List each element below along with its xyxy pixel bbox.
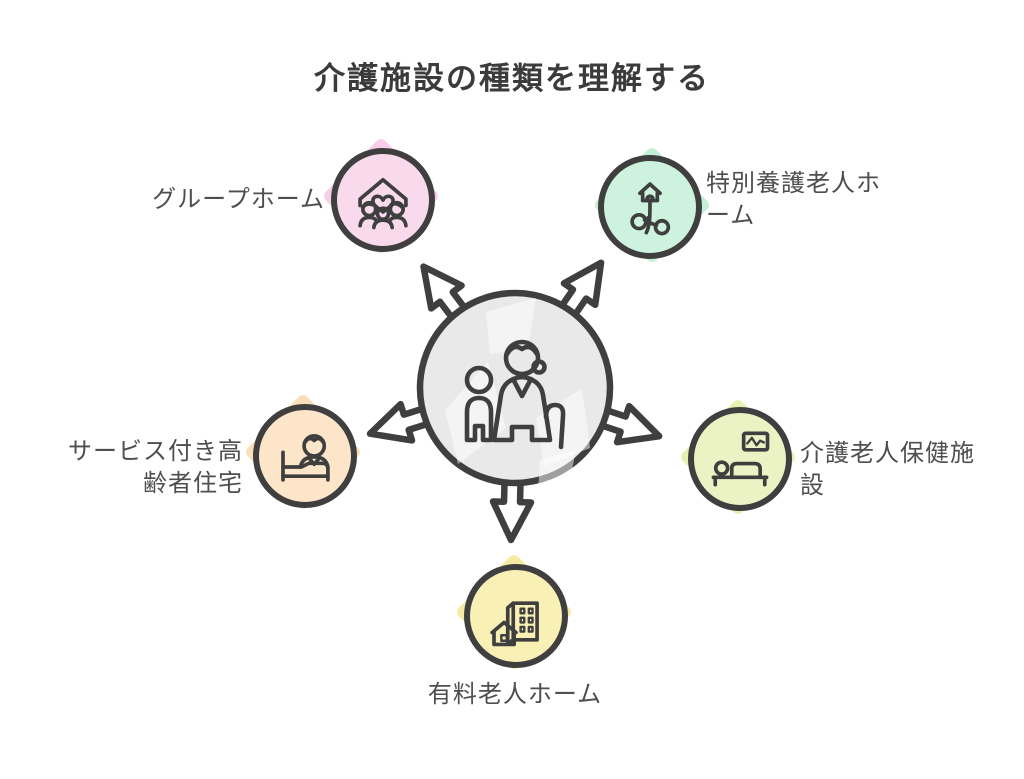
page-title: 介護施設の種類を理解する: [314, 61, 710, 96]
house-heart-family-icon: [358, 178, 408, 230]
node-label-care-health-facility: 介護老人保健施 設: [800, 440, 975, 499]
hub-diagram: [366, 259, 663, 544]
node-circle-group-home: [331, 148, 435, 252]
buildings-icon: [490, 601, 539, 647]
caregiver-bed-icon: [281, 434, 330, 482]
node-label-special-nursing-home: 特別養護老人ホ ーム: [706, 170, 881, 229]
node-label-group-home: グループホーム: [152, 186, 325, 213]
node-circle-special-nursing-home: [598, 155, 702, 259]
node-circle-care-health-facility: [688, 407, 792, 511]
house-sprout-icon: [630, 182, 671, 236]
node-label-service-senior-housing: サービス付き高 齢者住宅: [68, 438, 243, 497]
patient-in-bed-icon: [711, 431, 770, 487]
node-label-paid-nursing-home: 有料老人ホーム: [427, 681, 603, 708]
node-circle-paid-nursing-home: [464, 564, 568, 668]
elderly-woman-and-child-icon: [464, 339, 566, 450]
node-circle-service-senior-housing: [253, 404, 357, 508]
